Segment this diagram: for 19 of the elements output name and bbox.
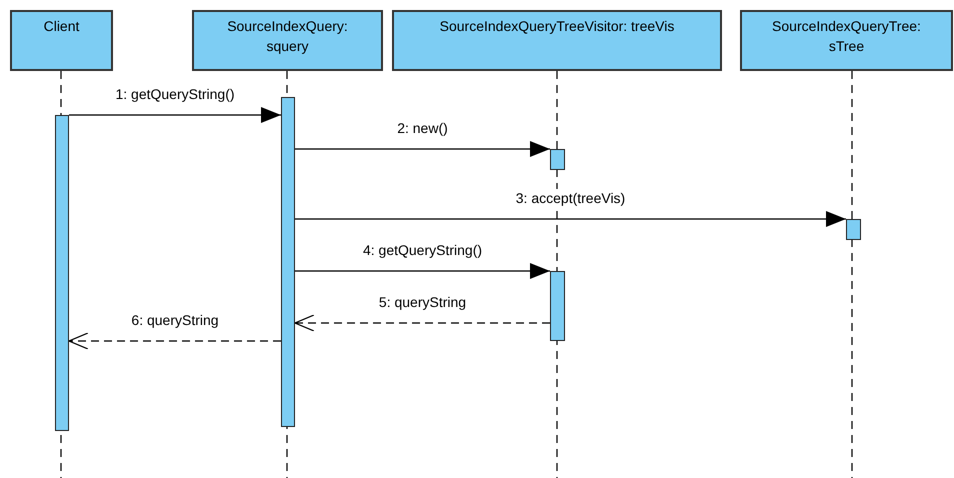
activation-bar xyxy=(846,219,861,240)
message-arrow xyxy=(295,141,550,157)
object-name: Client xyxy=(42,17,80,36)
object-name: SourceIndexQuery: squery xyxy=(226,17,349,56)
lifeline-head-box xyxy=(740,10,953,71)
lifeline-head-box xyxy=(10,10,113,71)
return-arrow xyxy=(294,314,550,332)
message-arrow xyxy=(295,263,550,279)
object-name: SourceIndexQueryTree: sTree xyxy=(771,17,922,56)
lifeline-head-box xyxy=(192,10,383,71)
object-name: SourceIndexQueryTreeVisitor: treeVis xyxy=(438,17,676,36)
activation-bar xyxy=(550,149,565,170)
activation-bar xyxy=(550,271,565,341)
message-arrow xyxy=(69,107,281,123)
lifeline-head-box xyxy=(392,10,722,71)
return-arrow xyxy=(68,332,281,350)
message-arrow xyxy=(295,211,846,227)
activation-bar xyxy=(55,115,69,431)
activation-bar xyxy=(281,97,295,427)
